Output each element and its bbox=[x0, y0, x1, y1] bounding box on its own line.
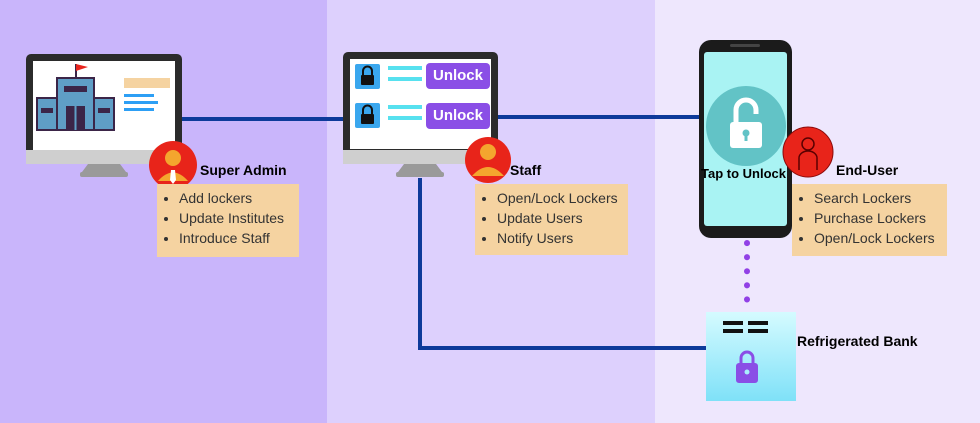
end-user-avatar-icon bbox=[782, 126, 834, 178]
list-item: Update Users bbox=[497, 208, 620, 228]
lock-icon bbox=[361, 65, 374, 85]
refrigerated-bank-icon bbox=[706, 312, 796, 401]
list-item: Update Institutes bbox=[179, 208, 291, 228]
staff-list: Open/Lock Lockers Update Users Notify Us… bbox=[479, 188, 620, 248]
padlock-icon bbox=[736, 350, 758, 383]
connector-lines bbox=[182, 115, 750, 350]
list-item: Add lockers bbox=[179, 188, 291, 208]
end-user-title: End-User bbox=[836, 162, 899, 178]
list-item: Search Lockers bbox=[814, 188, 939, 208]
end-user-list: Search Lockers Purchase Lockers Open/Loc… bbox=[796, 188, 939, 248]
super-admin-card: Add lockers Update Institutes Introduce … bbox=[157, 184, 299, 257]
list-item: Notify Users bbox=[497, 228, 620, 248]
super-admin-title: Super Admin bbox=[200, 162, 287, 178]
admin-monitor-icon bbox=[26, 54, 182, 177]
list-item: Open/Lock Lockers bbox=[814, 228, 939, 248]
open-padlock-icon bbox=[730, 97, 762, 148]
super-admin-avatar-icon bbox=[149, 141, 197, 189]
staff-card: Open/Lock Lockers Update Users Notify Us… bbox=[475, 184, 628, 255]
building-icon bbox=[36, 64, 115, 131]
end-user-card: Search Lockers Purchase Lockers Open/Loc… bbox=[792, 184, 947, 256]
smartphone-icon bbox=[699, 40, 792, 238]
super-admin-list: Add lockers Update Institutes Introduce … bbox=[161, 188, 291, 248]
list-item: Introduce Staff bbox=[179, 228, 291, 248]
tap-to-unlock-label[interactable]: Tap to Unlock bbox=[701, 166, 786, 181]
lock-icon bbox=[361, 104, 374, 124]
staff-title: Staff bbox=[510, 162, 542, 178]
list-item: Open/Lock Lockers bbox=[497, 188, 620, 208]
list-item: Purchase Lockers bbox=[814, 208, 939, 228]
staff-avatar-icon bbox=[465, 137, 511, 183]
refrigerated-bank-title: Refrigerated Bank bbox=[797, 333, 918, 349]
unlock-button-1[interactable]: Unlock bbox=[426, 63, 490, 89]
unlock-button-2[interactable]: Unlock bbox=[426, 103, 490, 129]
